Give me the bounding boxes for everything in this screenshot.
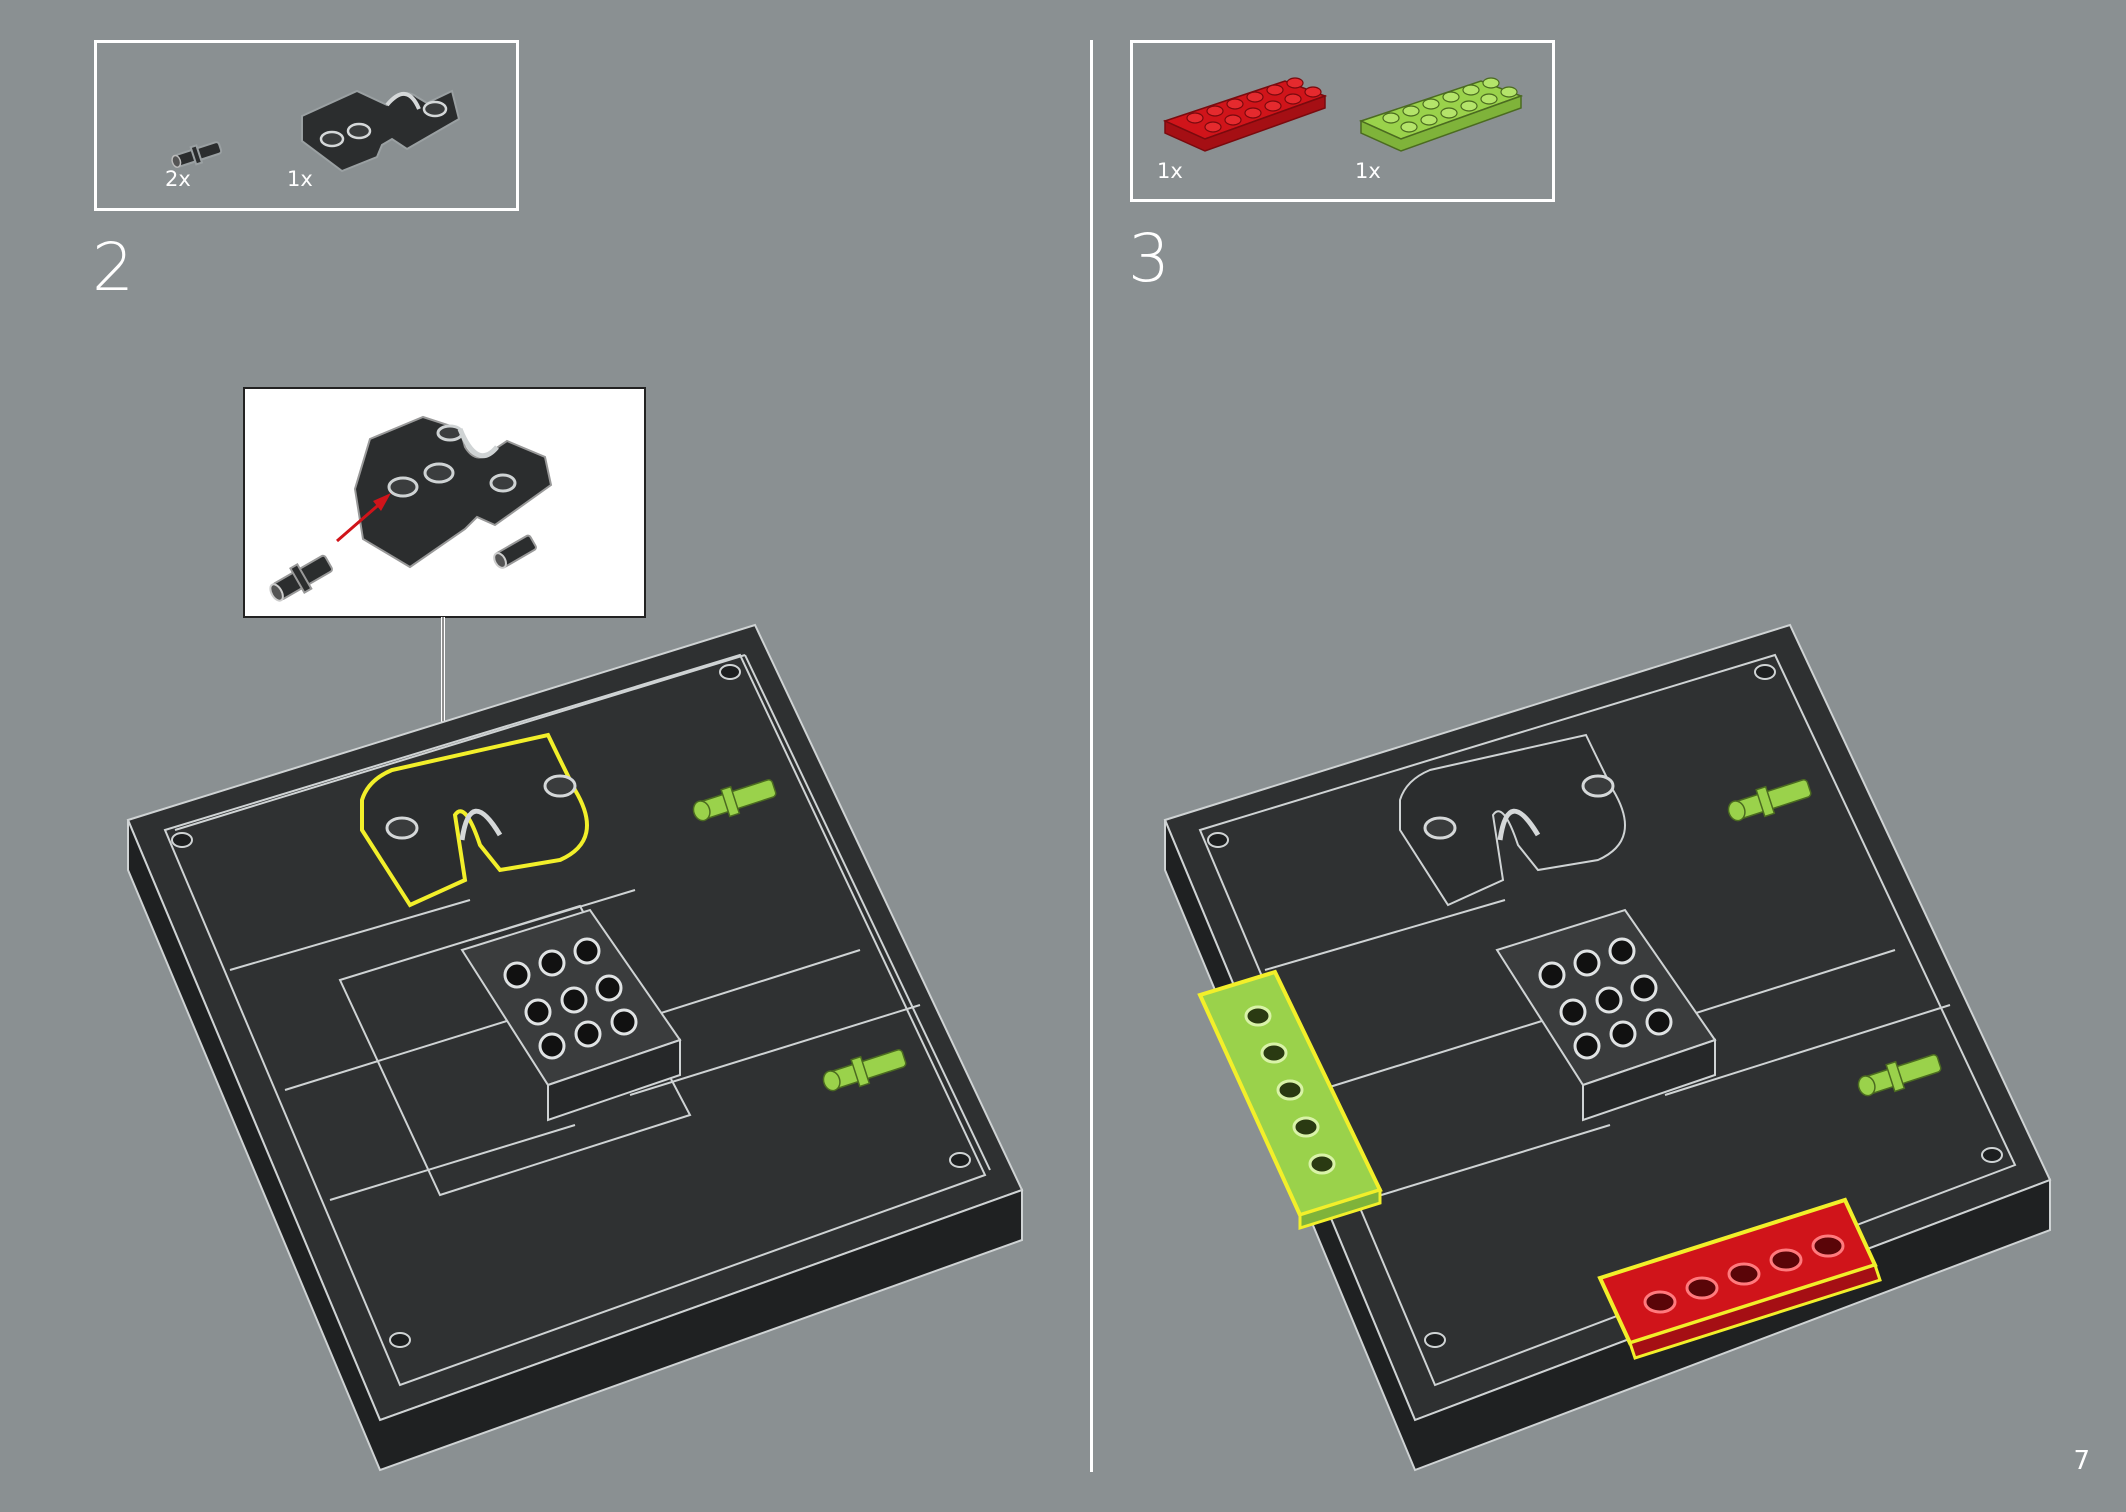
pin-icon (171, 141, 223, 168)
step3-baseplate (1163, 623, 2052, 1472)
placed-lime-plate (1197, 969, 1383, 1231)
red-plate-2x6-icon (1162, 77, 1328, 152)
page-divider (1090, 40, 1093, 1472)
step2-part1-qty: 2x (165, 167, 191, 191)
step3-number: 3 (1128, 220, 1170, 297)
dark-connector-plate-icon (301, 89, 461, 173)
placed-red-plate (1597, 1197, 1882, 1360)
callout-assembly-illustration (269, 415, 553, 602)
step3-parts-box: 1x 1x (1130, 40, 1555, 202)
lime-plate-2x6-icon (1358, 77, 1524, 152)
step2-parts-box: 2x 1x (94, 40, 519, 211)
step2-callout (243, 387, 646, 618)
page-number: 7 (2073, 1446, 2090, 1476)
step2-number: 2 (92, 229, 134, 306)
step2-part2-qty: 1x (287, 167, 313, 191)
step2-baseplate (126, 623, 1024, 1472)
step3-part1-qty: 1x (1157, 159, 1183, 183)
step3-part2-qty: 1x (1355, 159, 1381, 183)
